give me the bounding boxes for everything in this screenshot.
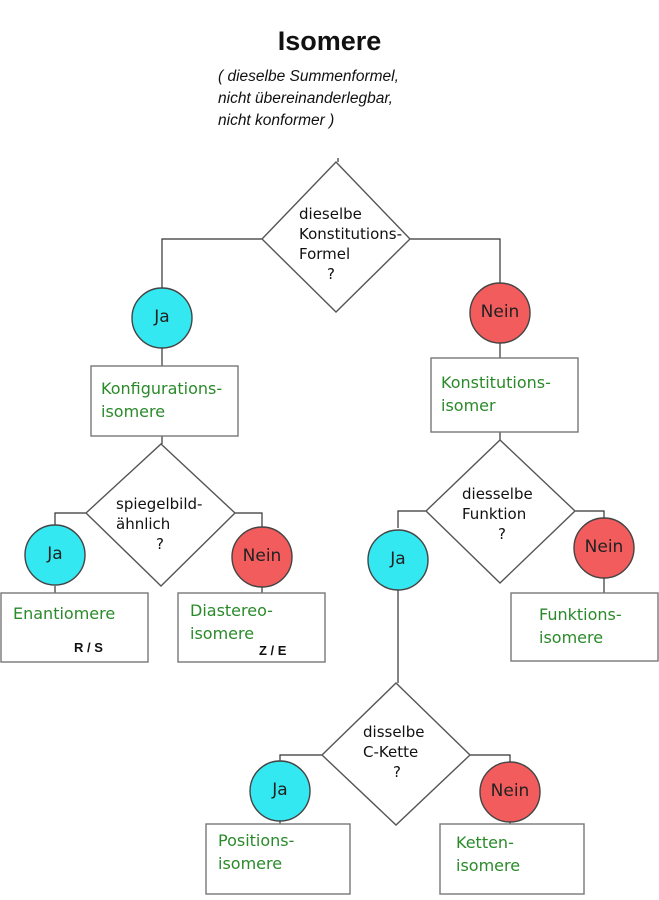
no-circle (479, 761, 541, 823)
text-line: Enantiomere (13, 604, 116, 623)
decision-diamond (424, 439, 577, 584)
decision-text-ckette: disselbe C-Kette ? (363, 722, 424, 782)
no-circle (231, 526, 293, 588)
enantiomere-tag: R / S (74, 640, 103, 655)
decision-diamond (84, 443, 237, 587)
yes-label: Ja (47, 544, 63, 564)
text-line: dieselbe (299, 205, 362, 223)
box-label-konstitutions: Konstitutions- isomer (441, 371, 551, 417)
yes-circle (131, 287, 193, 349)
connector (279, 754, 322, 762)
no-label: Nein (480, 302, 520, 322)
box-konstitutions (430, 357, 579, 433)
box-label-diastereo: Diastereo- isomere (190, 599, 273, 645)
connector (235, 512, 263, 528)
text-line: C-Kette (363, 743, 419, 761)
connector (410, 238, 501, 284)
text-line: Konstitutions- (441, 373, 551, 392)
decision-text-konstitution: dieselbe Konstitutions- Formel ? (299, 204, 402, 284)
text-line: ? (393, 763, 401, 781)
yes-circle (367, 529, 429, 591)
decision-diamond (320, 682, 472, 826)
text-line: disselbe (363, 723, 425, 741)
box-label-konfigurations: Konfigurations- isomere (101, 377, 222, 423)
text-line: ? (327, 265, 335, 283)
text-line: ? (498, 525, 506, 543)
box-konfigurations (90, 365, 239, 437)
decision-konstitution (261, 160, 411, 313)
box-funktions (510, 592, 659, 662)
text-line: ? (156, 535, 164, 553)
yes-circle (24, 524, 86, 586)
box-label-positions: Positions- isomere (218, 829, 294, 875)
yes-label: Ja (272, 780, 288, 800)
text-line: Funktion (462, 505, 527, 523)
connector (161, 238, 262, 288)
box-label-enantiomere: Enantiomere (13, 602, 115, 625)
no-label: Nein (584, 537, 624, 557)
connectors (54, 158, 605, 824)
no-circle (573, 517, 635, 579)
box-positions (205, 823, 351, 895)
connector (397, 510, 426, 528)
no-circle (469, 282, 531, 344)
text-line: isomere (456, 856, 521, 875)
yes-circle (249, 760, 311, 822)
yes-label: Ja (154, 307, 170, 327)
box-ketten (439, 823, 585, 895)
no-label: Nein (490, 781, 530, 801)
yes-label: Ja (390, 549, 406, 569)
decision-text-funktion: diesselbe Funktion ? (462, 484, 533, 544)
text-line: isomere (101, 402, 166, 421)
text-line: isomer (441, 396, 496, 415)
text-line: isomere (218, 854, 283, 873)
text-line: Konfigurations- (101, 379, 223, 398)
decision-diamond (261, 160, 411, 313)
subtitle-line: nicht konformer ) (218, 112, 335, 129)
text-line: Positions- (218, 831, 295, 850)
text-line: Konstitutions- (299, 225, 402, 243)
text-line: Diastereo- (190, 601, 273, 620)
text-line: isomere (539, 628, 604, 647)
text-line: isomere (190, 624, 255, 643)
text-line: Funktions- (539, 605, 622, 624)
decision-funktion (424, 439, 577, 584)
text-line: Ketten- (456, 833, 514, 852)
decision-ckette (320, 682, 472, 826)
text-line: Formel (299, 245, 351, 263)
subtitle-line: ( dieselbe Summenformel, (218, 68, 399, 85)
no-label: Nein (242, 546, 282, 566)
connector (470, 754, 511, 762)
text-line: ähnlich (116, 515, 171, 533)
box-diastereo (177, 592, 326, 663)
box-label-funktions: Funktions- isomere (539, 603, 622, 649)
diastereo-tag: Z / E (259, 643, 287, 658)
connector (54, 512, 86, 528)
decision-text-spiegelbild: spiegelbild- ähnlich ? (116, 494, 202, 554)
text-line: spiegelbild- (116, 495, 203, 513)
decision-spiegelbild (84, 443, 237, 587)
subtitle-line: nicht übereinanderlegbar, (218, 90, 393, 107)
box-label-ketten: Ketten- isomere (456, 831, 520, 877)
box-enantiomere (0, 592, 149, 663)
text-line: diesselbe (462, 485, 533, 503)
diagram-title: Isomere (277, 26, 382, 56)
diagram-subtitle: ( dieselbe Summenformel, nicht übereinan… (218, 66, 399, 132)
connector (575, 510, 605, 518)
